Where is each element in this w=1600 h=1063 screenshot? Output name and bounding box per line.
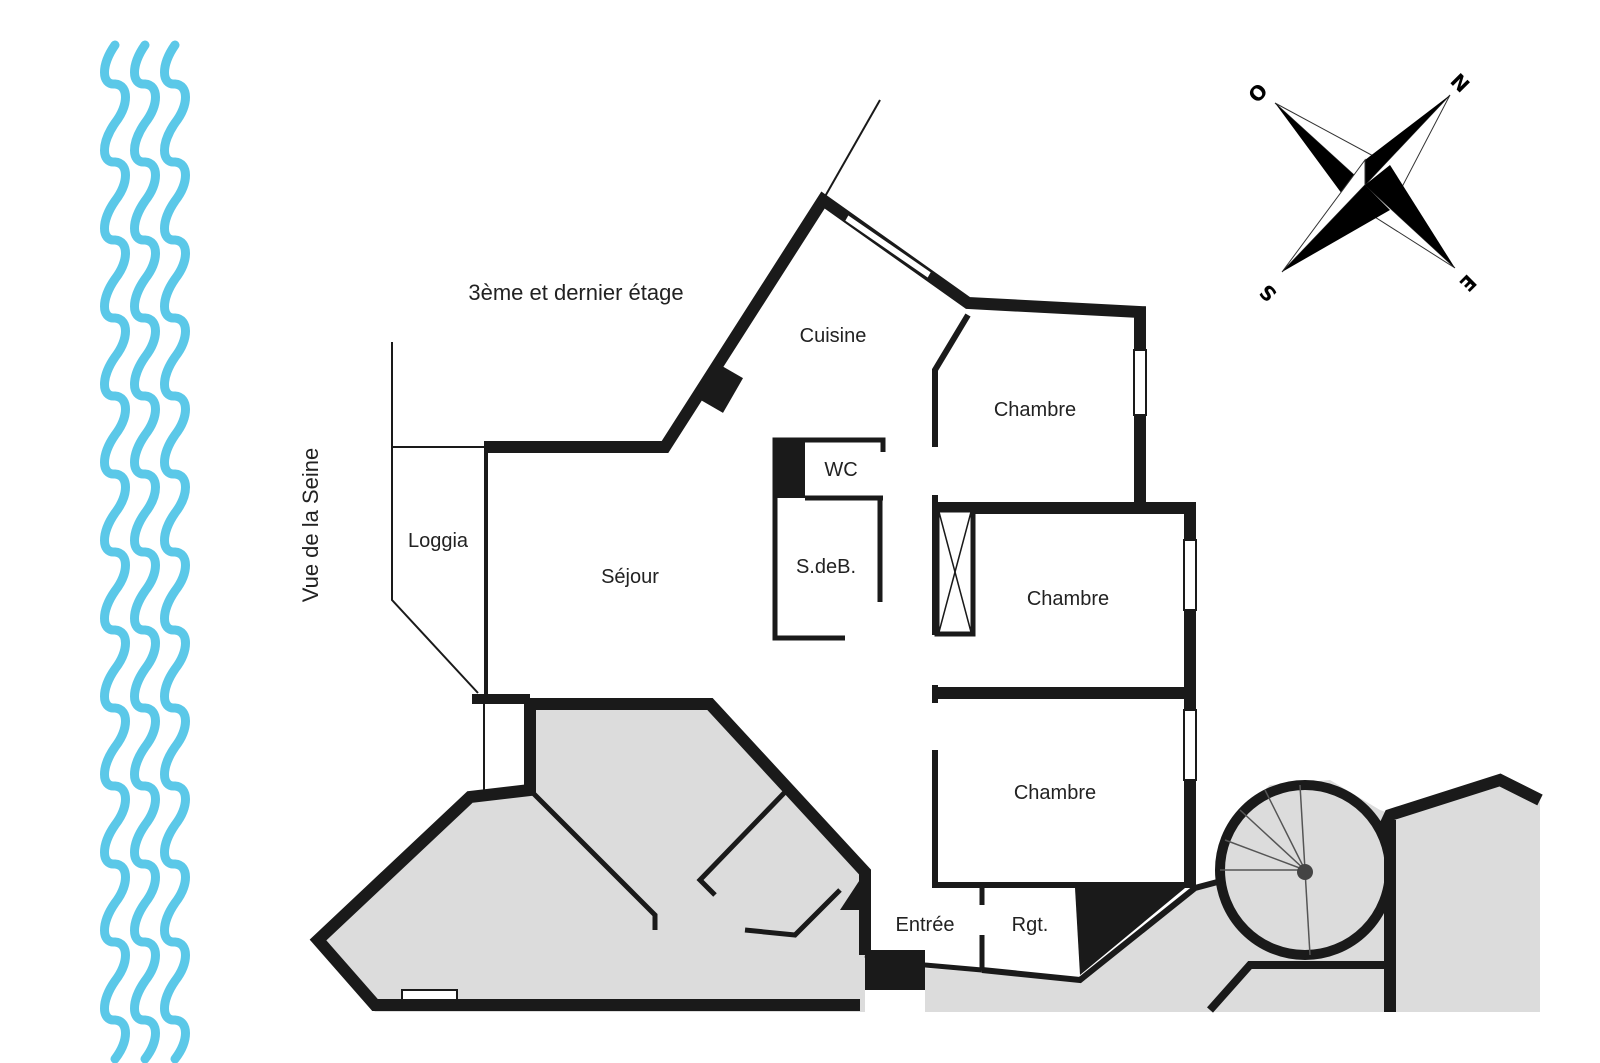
neighbor-partition-2 [696, 788, 789, 897]
stair-core [1297, 864, 1313, 880]
bedroom-2-window [1183, 539, 1197, 611]
compass-west: O [1243, 78, 1272, 107]
river-wave-line [100, 40, 130, 1063]
compass-east: E [1455, 270, 1482, 297]
room-label-chambre-3: Chambre [1014, 782, 1096, 804]
compass-rose-icon [1274, 94, 1456, 273]
compass-south: S [1254, 279, 1281, 306]
entry-walls [864, 877, 1226, 990]
room-label-chambre-1: Chambre [994, 399, 1076, 421]
river-waves-icon [100, 40, 190, 1063]
wall-mass [840, 872, 865, 910]
neighbor-wall [530, 698, 871, 955]
room-label-chambre-2: Chambre [1027, 588, 1109, 610]
room-label-rgt: Rgt. [1012, 914, 1049, 936]
bedroom-1-window [1133, 349, 1147, 416]
facade-line [822, 99, 881, 201]
room-label-sejour: Séjour [601, 566, 659, 588]
room-label-loggia: Loggia [408, 530, 469, 552]
neighbor-window [401, 989, 458, 1001]
exterior-wall-north [484, 191, 1196, 888]
neighbor-wall-2 [309, 704, 860, 1011]
kitchen-window [842, 212, 934, 281]
room-label-entree: Entrée [896, 914, 955, 936]
loggia-outline [391, 342, 479, 694]
compass-north: N [1446, 69, 1475, 98]
room-label-wc: WC [824, 459, 857, 481]
neighbor-partition-3 [744, 888, 842, 938]
river-wave-line [160, 40, 190, 1063]
loggia-wall [472, 694, 530, 704]
neighbor-apartment-left [318, 705, 865, 1012]
river-wave-line [130, 40, 160, 1063]
room-label-cuisine: Cuisine [800, 325, 867, 347]
neighbor-partition [528, 788, 658, 930]
right-building-wall-3 [1207, 961, 1390, 1013]
view-label: Vue de la Seine [298, 448, 323, 603]
room-label-sdb: S.deB. [796, 556, 856, 578]
spiral-stair-steps [1220, 784, 1311, 956]
wc-bathroom-block [772, 437, 886, 641]
bedroom-3-window [1183, 709, 1197, 781]
floor-label: 3ème et dernier étage [468, 280, 683, 305]
closet [934, 507, 976, 637]
chimney [697, 363, 743, 413]
